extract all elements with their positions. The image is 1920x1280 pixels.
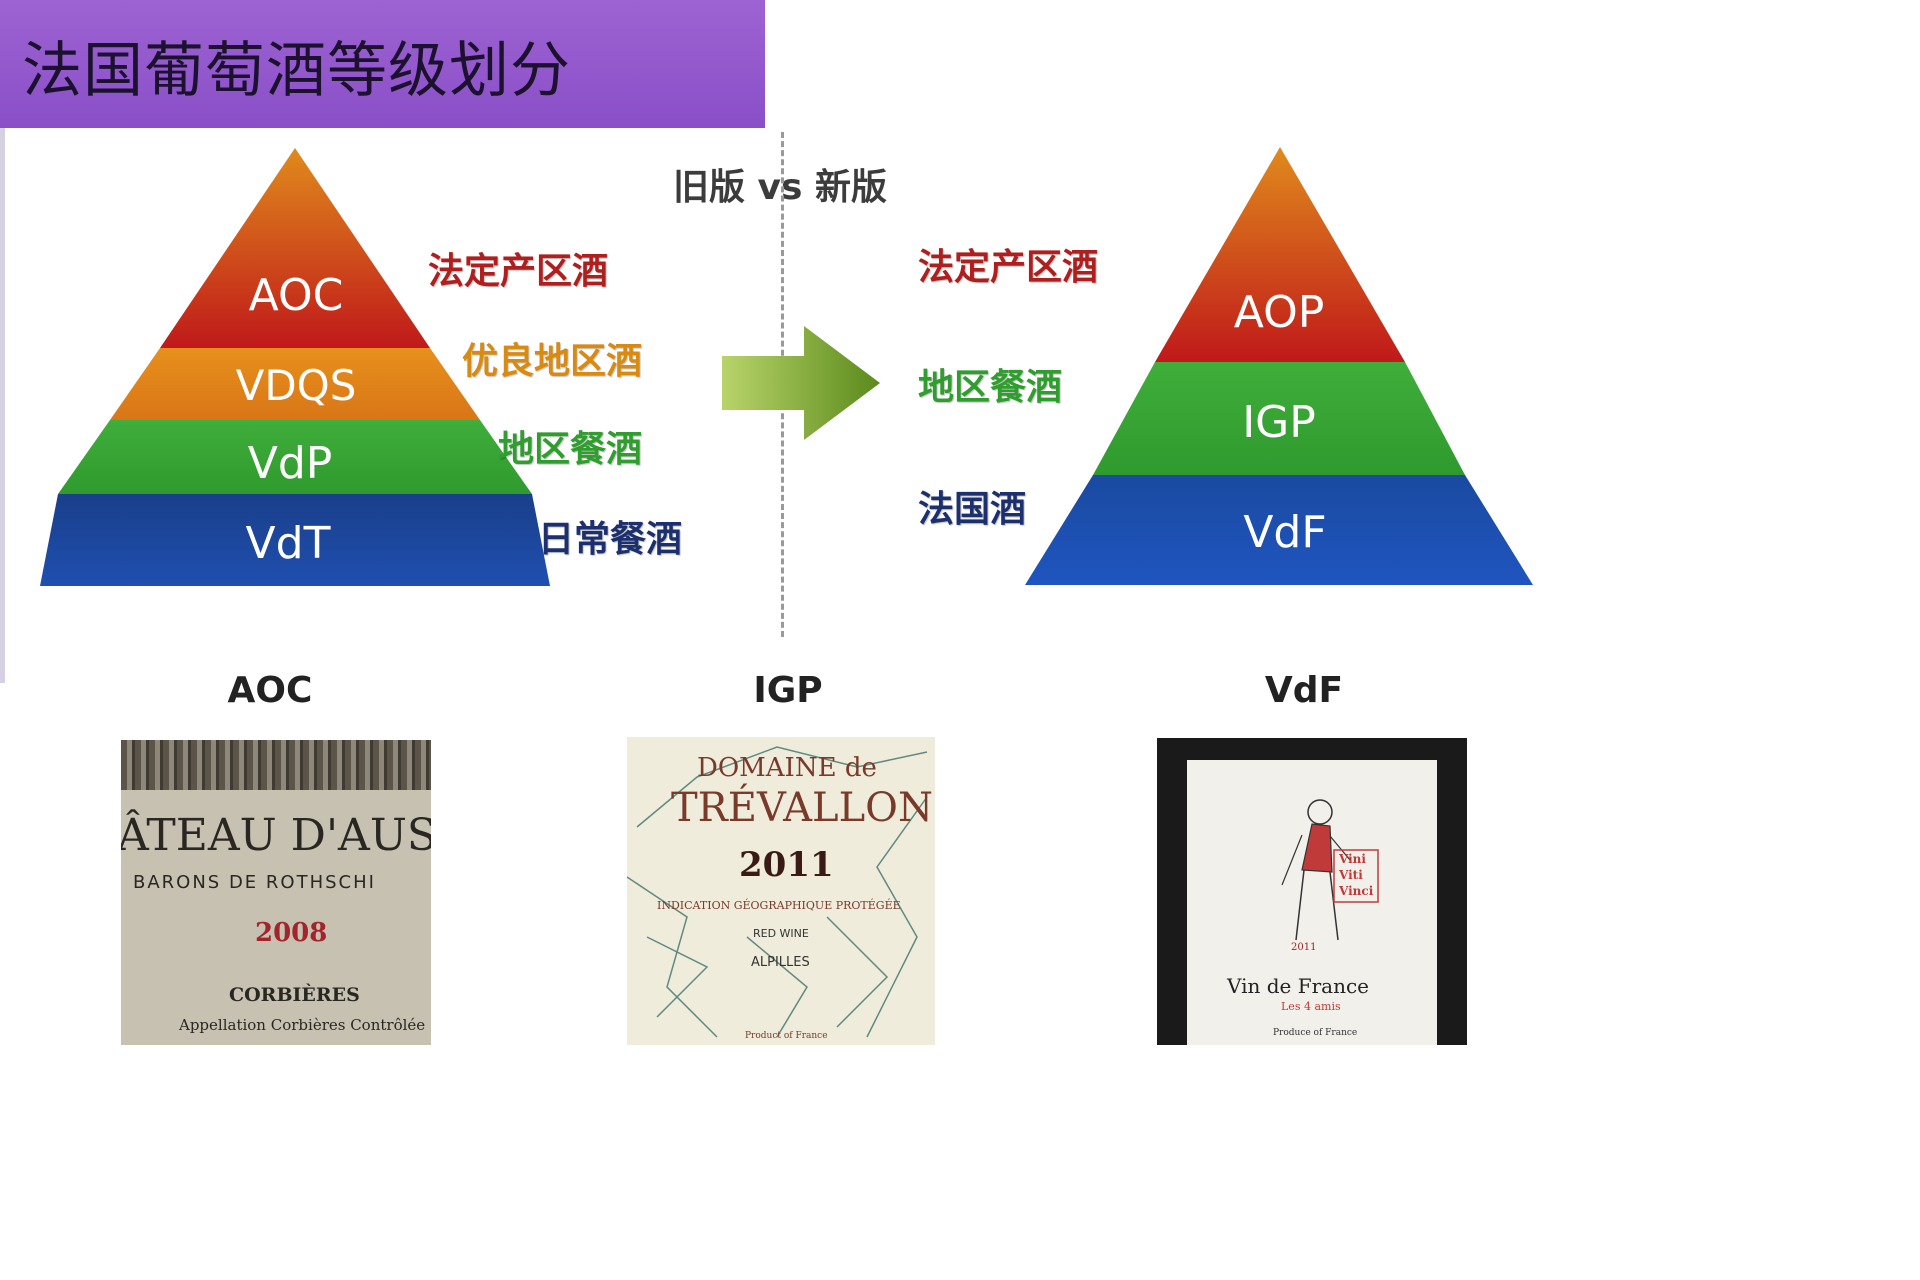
example-heading-aoc: AOC [227,670,313,711]
title-banner: 法国葡萄酒等级划分 [0,0,765,128]
vdf-label-vinci: Vinci [1339,884,1374,898]
old-tier-vdt [40,494,550,586]
old-pyramid: AOC VDQS VdP VdT [40,148,550,586]
wine-label-igp-image: DOMAINE de TRÉVALLON 2011 INDICATION GÉO… [627,737,935,1045]
old-tier-label-aoc: AOC [249,270,344,321]
old-tier-label-vdt: VdT [246,518,331,569]
new-tier-label-aop: AOP [1234,287,1325,338]
vdf-label-year: 2011 [1291,942,1317,953]
vdf-label-les-amis: Les 4 amis [1281,1000,1341,1013]
old-tier-label-vdqs: VDQS [236,361,357,410]
aoc-label-region: CORBIÈRES [229,984,360,1006]
label-line-art [627,746,928,1038]
arrow-right-icon [722,326,880,440]
cyclist-figure-illustration [1281,799,1379,941]
new-label-vdf-cn: 法国酒 [918,489,1027,530]
new-tier-aop [1155,147,1405,362]
wine-label-aoc-image: ÂTEAU D'AUSSI BARONS DE ROTHSCHI 2008 CO… [121,740,431,1045]
igp-label-indication: INDICATION GÉOGRAPHIQUE PROTÉGÉE [657,899,901,912]
igp-label-trevallon: TRÉVALLON [671,785,933,831]
new-pyramid: AOP IGP VdF [1025,147,1533,585]
vdf-label-produce: Produce of France [1273,1028,1358,1038]
new-tier-igp [1093,362,1465,475]
slide: 法国葡萄酒等级划分 旧版 vs 新版 AOC VDQS VdP VdT 法定产区… [0,0,1533,1045]
wine-label-vdf-image: Vini Viti Vinci 2011 Vin de France Les 4… [1157,738,1467,1045]
new-label-aop-cn: 法定产区酒 [918,247,1099,288]
left-edge-strip [0,128,5,683]
old-label-vdt-cn: 日常餐酒 [538,519,683,560]
new-label-igp-cn: 地区餐酒 [918,367,1063,408]
aoc-label-appellation: Appellation Corbières Contrôlée [179,1016,426,1034]
example-heading-igp: IGP [753,670,823,711]
new-tier-vdf [1025,475,1533,585]
old-label-aoc-cn: 法定产区酒 [428,251,609,292]
label-torn-edge [121,740,431,790]
igp-label-alpilles: ALPILLES [751,955,810,970]
igp-label-redwine: RED WINE [753,927,809,940]
vdf-label-viti: Viti [1339,868,1363,882]
old-label-vdqs-cn: 优良地区酒 [462,341,643,382]
new-tier-label-igp: IGP [1242,397,1316,448]
vdf-label-vini: Vini [1339,852,1366,866]
aoc-label-barons: BARONS DE ROTHSCHI [133,872,376,893]
aoc-label-year: 2008 [255,918,328,948]
aoc-label-chateau: ÂTEAU D'AUSSI [121,810,431,861]
comparison-subtitle: 旧版 vs 新版 [673,167,887,208]
example-heading-vdf: VdF [1264,670,1344,711]
old-tier-vdp [58,420,532,494]
label-paper: Vini Viti Vinci 2011 Vin de France Les 4… [1187,760,1437,1045]
igp-label-product: Product of France [745,1031,828,1041]
old-label-vdp-cn: 地区餐酒 [498,429,643,470]
vdf-label-vin-de-france: Vin de France [1227,974,1370,998]
old-tier-label-vdp: VdP [248,438,333,489]
old-tier-aoc [160,148,430,348]
igp-label-domaine: DOMAINE de [697,753,877,783]
old-tier-vdqs [110,348,480,420]
new-tier-label-vdf: VdF [1243,507,1326,558]
igp-label-year: 2011 [739,845,834,885]
page-title: 法国葡萄酒等级划分 [22,36,571,106]
